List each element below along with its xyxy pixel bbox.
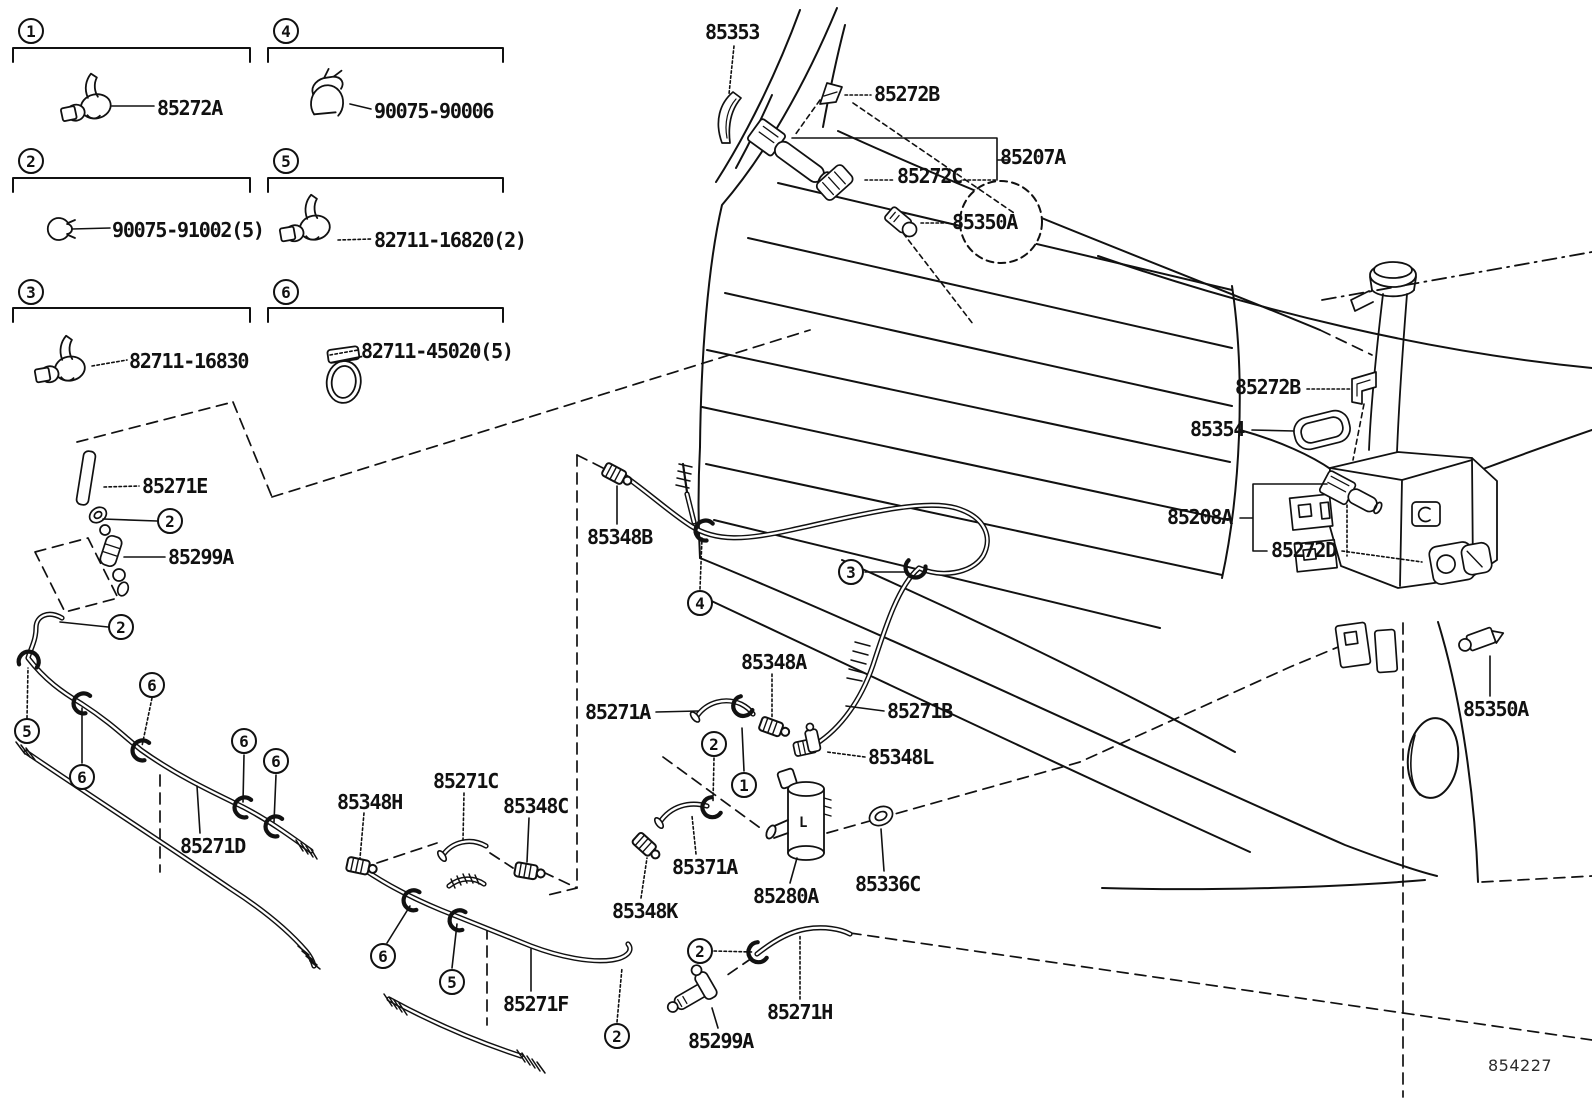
part-number-label: 85348L: [868, 745, 934, 769]
callout-number: 2: [108, 614, 134, 640]
reference-item-number: 3: [18, 279, 44, 305]
callout-number: 6: [263, 748, 289, 774]
reference-leaders: [72, 104, 371, 366]
part-number-label: 85299A: [688, 1029, 754, 1053]
reference-item-number: 6: [273, 279, 299, 305]
part-number-label: 85371A: [672, 855, 738, 879]
cover-85353-icon: [718, 92, 741, 143]
clip-85272B-top-icon: [820, 83, 842, 104]
part-number-label: 85272B: [874, 82, 940, 106]
part-number-label: 85271H: [767, 1000, 833, 1024]
grommet-85272C-icon: [815, 163, 855, 202]
reference-box-brackets: [13, 48, 503, 322]
reference-item-number: 1: [18, 18, 44, 44]
part-number-label: 85272B: [1235, 375, 1301, 399]
washer-hoses: [26, 472, 987, 1056]
callout-number: 2: [604, 1023, 630, 1049]
callout-number: 2: [701, 731, 727, 757]
part-number-label: 85272C: [897, 164, 963, 188]
callout-number: 2: [687, 938, 713, 964]
label-leaders-solid: [60, 138, 1490, 1028]
part-number-label: 85350A: [1463, 697, 1529, 721]
washer-pump-icon: [764, 768, 831, 860]
hose-ribs: [16, 464, 870, 1073]
part-number-label: 85271F: [503, 992, 569, 1016]
callout-number: 6: [231, 728, 257, 754]
callout-number: 6: [139, 672, 165, 698]
callout-number: 2: [157, 508, 183, 534]
clip-85272B-right-icon: [1352, 372, 1376, 404]
reference-item-number: 2: [18, 148, 44, 174]
vehicle-outline: [699, 8, 1592, 889]
callout-number: 1: [731, 772, 757, 798]
part-number-label: 85348C: [503, 794, 569, 818]
part-number-label: 85350A: [952, 210, 1018, 234]
callout-number: 5: [439, 969, 465, 995]
bezel-85354-icon: [1291, 408, 1353, 453]
hose-openings: [436, 710, 701, 862]
label-leaders-dotted: [27, 46, 1422, 1022]
reference-part-number: 82711-45020(5): [361, 339, 514, 363]
nozzle-bracket-parts: [1290, 470, 1494, 673]
part-number-label: 85336C: [855, 872, 921, 896]
callout-number: 4: [687, 590, 713, 616]
joint-85350A-top-icon: [884, 206, 920, 240]
part-number-label: 85348A: [741, 650, 807, 674]
reference-part-number: 82711-16830: [129, 349, 249, 373]
washer-nozzle-right-icon: [1319, 470, 1386, 521]
part-number-label: 85280A: [753, 884, 819, 908]
part-number-label: 85299A: [168, 545, 234, 569]
reference-part-number: 90075-91002(5): [112, 218, 265, 242]
tee-85299A-lower-icon: [656, 962, 719, 1020]
tube-85271E-icon: [76, 450, 130, 597]
part-number-label: 85208A: [1167, 505, 1233, 529]
part-number-label: 85272D: [1271, 538, 1337, 562]
cowl-line: [1322, 252, 1592, 300]
elbow-85348L-icon: [790, 722, 822, 756]
part-number-label: 85354: [1190, 417, 1245, 441]
reference-part-number: 82711-16820(2): [374, 228, 527, 252]
part-number-label: 85207A: [1000, 145, 1066, 169]
joint-85350A-right-icon: [1457, 624, 1506, 656]
reference-part-number: 90075-90006: [374, 99, 494, 123]
part-number-label: 85348K: [612, 899, 678, 923]
callout-number: 6: [370, 943, 396, 969]
emblem-circle: [960, 181, 1042, 263]
construction-dashes: [35, 330, 1592, 1097]
reference-item-number: 4: [273, 18, 299, 44]
part-number-label: 85348B: [587, 525, 653, 549]
diagram-number: 854227: [1488, 1056, 1553, 1075]
callout-number: 3: [838, 559, 864, 585]
grommet-85336C-icon: [866, 803, 895, 829]
part-number-label: 85353: [705, 20, 760, 44]
part-number-label: 85271B: [887, 699, 953, 723]
part-number-label: 85271A: [585, 700, 651, 724]
callout-number: 6: [69, 764, 95, 790]
part-number-label: 85271C: [433, 769, 499, 793]
callout-number: 5: [14, 718, 40, 744]
part-number-label: 85348H: [337, 790, 403, 814]
part-number-label: 85271E: [142, 474, 208, 498]
clamp-85272D-icon: [1428, 538, 1494, 586]
washer-nozzle-top-icon: [747, 118, 835, 192]
pump-marking-letter: L: [799, 815, 808, 831]
reference-part-number: 85272A: [157, 96, 223, 120]
part-number-label: 85271D: [180, 834, 246, 858]
reference-item-number: 5: [273, 148, 299, 174]
